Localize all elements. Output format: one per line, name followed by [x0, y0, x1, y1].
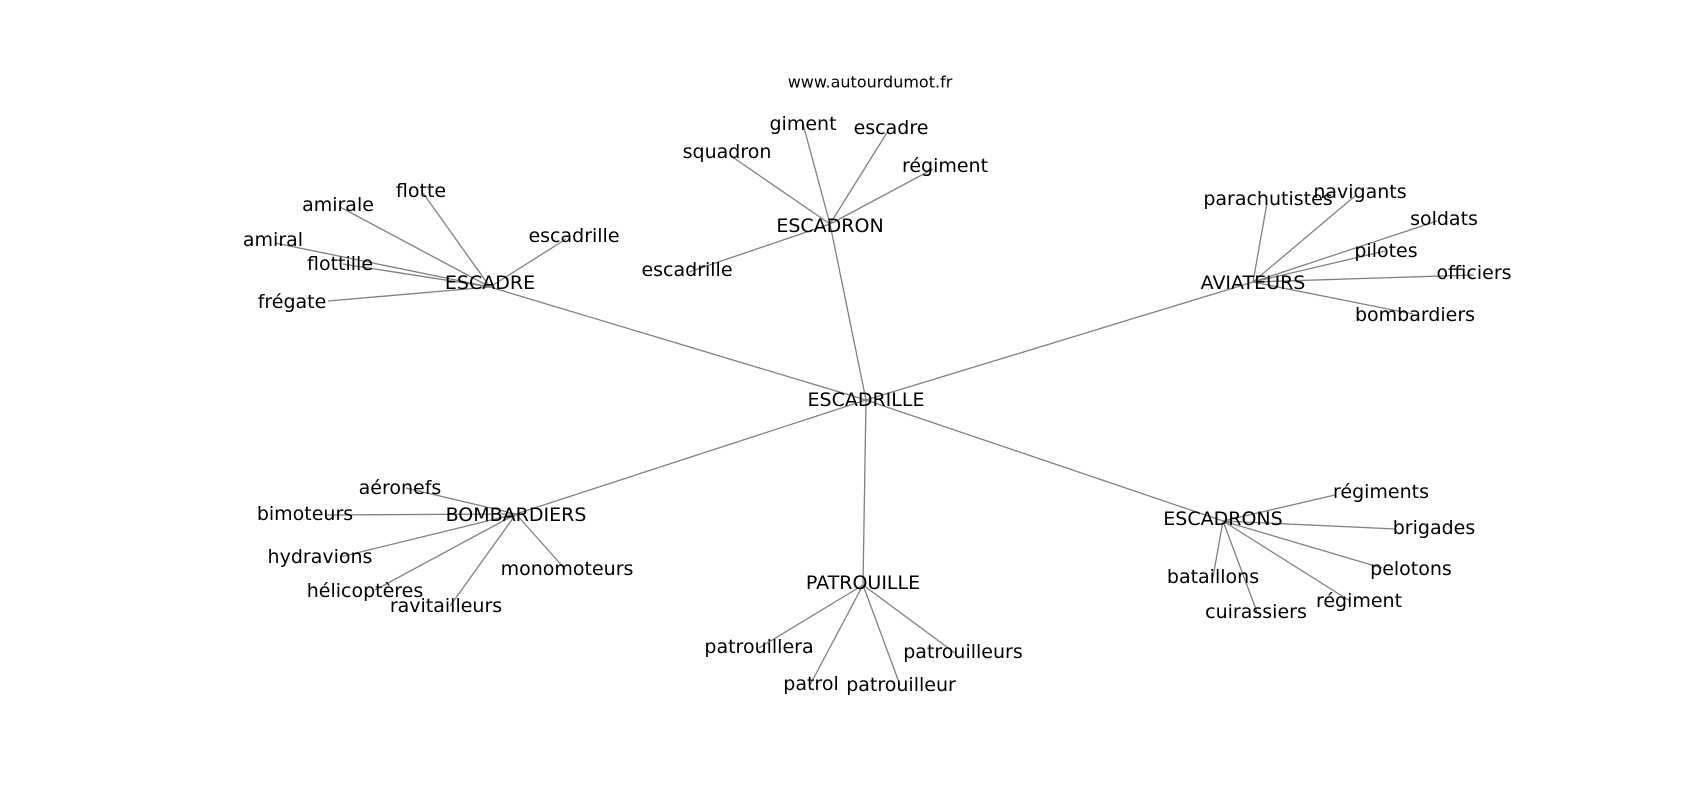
leaf-node-label: amiral — [243, 229, 303, 251]
leaf-node-label: régiments — [1333, 481, 1429, 503]
edge-center-2 — [865, 281, 1254, 401]
leaf-node-label: hélicoptères — [307, 580, 424, 602]
edge-0-0 — [339, 206, 491, 288]
edge-1-2 — [730, 155, 831, 225]
leaf-node-label: frégate — [258, 291, 327, 313]
edge-5-5 — [1212, 520, 1224, 578]
leaf-node-label: flottille — [307, 253, 373, 275]
leaf-node-label: escadrille — [528, 225, 619, 247]
edge-5-1 — [1222, 520, 1397, 530]
edge-center-4 — [862, 399, 867, 586]
leaf-node-label: amirale — [302, 194, 374, 216]
edge-5-4 — [1222, 520, 1258, 613]
graph-edges — [274, 123, 1475, 686]
leaf-node-label: cuirassiers — [1205, 601, 1307, 623]
leaf-node-label: soldats — [1410, 208, 1478, 230]
edge-1-1 — [829, 130, 889, 225]
hub-node-label: ESCADRE — [445, 272, 535, 294]
center-node-label: ESCADRILLE — [808, 389, 925, 411]
hub-node-label: ESCADRON — [776, 215, 883, 237]
edge-0-3 — [342, 263, 491, 288]
leaf-node-label: patrouillera — [704, 636, 813, 658]
leaf-node-label: pelotons — [1370, 558, 1452, 580]
leaf-node-label: patrol — [783, 673, 838, 695]
edge-1-4 — [688, 223, 831, 273]
leaf-node-label: giment — [769, 113, 836, 135]
edge-3-4 — [449, 513, 517, 607]
leaf-node-label: régiment — [1316, 590, 1402, 612]
edge-2-5 — [1252, 281, 1414, 315]
edge-4-0 — [758, 584, 864, 649]
edge-center-1 — [829, 223, 867, 401]
leaf-node-label: bombardiers — [1355, 304, 1475, 326]
edge-0-5 — [489, 238, 567, 288]
leaf-node-label: squadron — [683, 141, 772, 163]
edge-1-0 — [802, 123, 831, 225]
edge-0-2 — [274, 242, 491, 288]
edge-2-0 — [1252, 202, 1268, 283]
hub-node-label: BOMBARDIERS — [446, 504, 587, 526]
leaf-node-label: escadre — [854, 117, 929, 139]
leaf-node-label: monomoteurs — [501, 558, 634, 580]
leaf-node-label: ravitailleurs — [390, 595, 502, 617]
leaf-node-label: pilotes — [1354, 240, 1417, 262]
edge-2-1 — [1252, 195, 1356, 283]
leaf-node-label: régiment — [902, 155, 988, 177]
edge-center-5 — [865, 399, 1224, 522]
hub-node-label: PATROUILLE — [806, 572, 920, 594]
edge-1-3 — [829, 168, 934, 225]
edge-5-2 — [1222, 520, 1383, 569]
leaf-node-label: navigants — [1313, 181, 1406, 203]
leaf-node-label: officiers — [1436, 262, 1511, 284]
leaf-node-label: parachutistes — [1203, 188, 1332, 210]
leaf-node-label: brigades — [1393, 517, 1476, 539]
edge-4-3 — [862, 584, 956, 654]
edge-2-2 — [1252, 220, 1438, 283]
edge-3-0 — [405, 487, 517, 515]
leaf-node-label: patrouilleur — [846, 674, 956, 696]
leaf-node-label: bataillons — [1167, 566, 1259, 588]
edge-center-3 — [515, 399, 867, 515]
edge-0-4 — [327, 286, 491, 302]
hub-node-label: ESCADRONS — [1163, 508, 1282, 530]
edge-3-2 — [339, 513, 517, 558]
leaf-node-label: escadrille — [641, 259, 732, 281]
leaf-node-label: flotte — [396, 180, 446, 202]
watermark: www.autourdumot.fr — [788, 73, 953, 92]
edge-2-3 — [1252, 250, 1386, 283]
leaf-node-label: patrouilleurs — [903, 641, 1023, 663]
edge-3-3 — [374, 513, 517, 591]
edge-5-3 — [1222, 520, 1351, 602]
edge-0-1 — [422, 192, 491, 288]
leaf-node-label: bimoteurs — [257, 503, 353, 525]
leaf-node-label: aéronefs — [359, 477, 442, 499]
edge-2-4 — [1252, 274, 1475, 283]
edge-4-2 — [862, 584, 901, 686]
edge-3-5 — [515, 513, 566, 570]
edge-5-0 — [1222, 494, 1336, 522]
edge-center-0 — [489, 286, 867, 401]
edge-4-1 — [809, 584, 864, 686]
edge-3-1 — [324, 513, 517, 516]
leaf-node-label: hydravions — [268, 546, 373, 568]
graph-labels: ESCADRILLE ESCADRE amirale flotte amiralflot… — [243, 113, 1512, 696]
hub-node-label: AVIATEURS — [1201, 272, 1306, 294]
